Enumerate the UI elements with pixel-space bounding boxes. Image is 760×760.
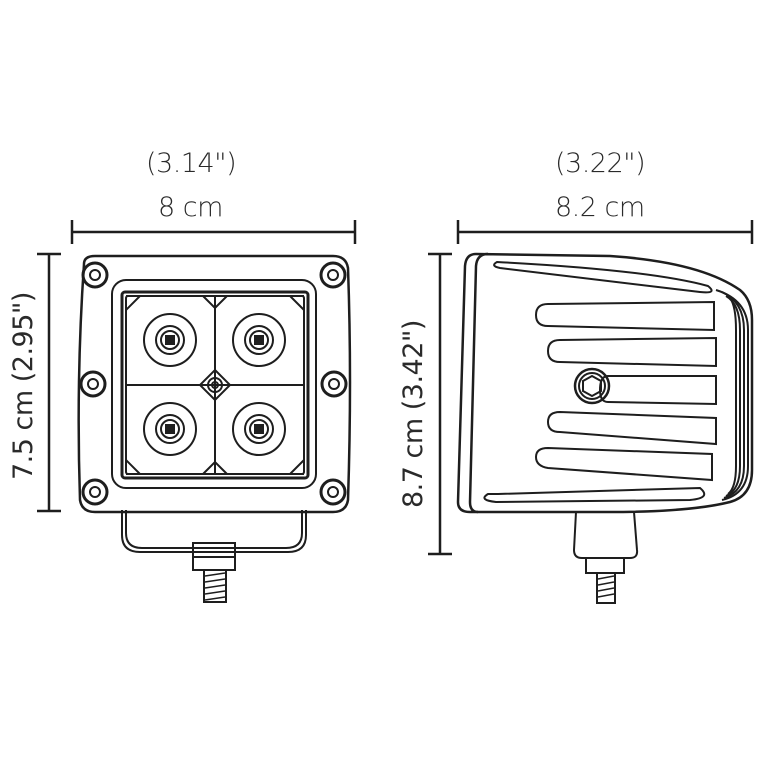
front-width-cm-label: 8 cm	[158, 192, 223, 223]
mounting-screws	[79, 261, 348, 506]
side-height-dimension-line	[428, 252, 452, 556]
side-width-dimension-line	[456, 220, 754, 244]
led-bottom-left	[143, 402, 197, 456]
front-view-light	[77, 254, 352, 603]
side-width-inches-label: (3.22")	[555, 148, 646, 179]
front-height-dimension-line	[37, 252, 61, 513]
led-top-right	[232, 313, 286, 367]
side-view-light	[456, 252, 754, 604]
front-width-inches-label: (3.14")	[146, 148, 237, 179]
front-width-dimension-line	[70, 220, 357, 244]
led-top-left	[143, 313, 197, 367]
side-width-cm-label: 8.2 cm	[555, 192, 645, 223]
led-bottom-right	[232, 402, 286, 456]
